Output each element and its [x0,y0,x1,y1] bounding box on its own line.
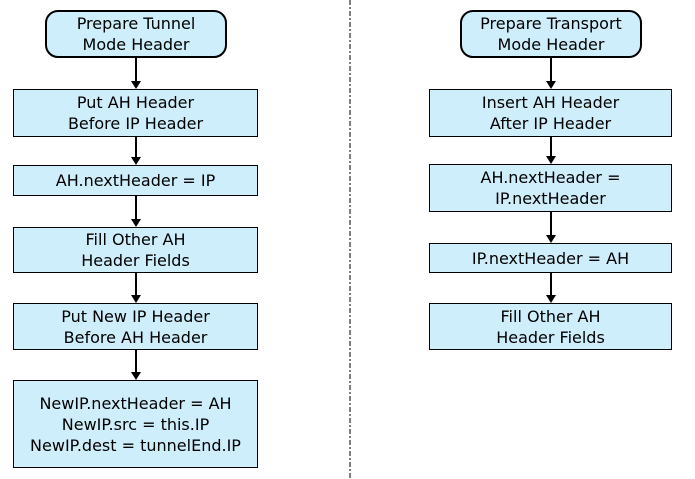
flow-arrow-connector [130,137,142,165]
arrow-head-icon [131,81,141,89]
arrow-head-icon [546,295,556,303]
node-text-line: NewIP.dest = tunnelEnd.IP [30,435,241,455]
arrow-shaft [550,58,552,83]
arrow-shaft [135,196,137,221]
arrow-shaft [550,273,552,297]
arrow-shaft [135,350,137,374]
arrow-shaft [135,58,137,83]
node-text-line: After IP Header [489,114,612,133]
arrow-head-icon [546,235,556,243]
flow-arrow-connector [130,58,142,89]
flow-arrow-connector [130,350,142,380]
flow-arrow-connector [545,273,557,303]
arrow-shaft [135,273,137,297]
node-text-line: Prepare Tunnel [76,14,196,33]
node-text-line: Fill Other AH [500,306,601,326]
node-ah-nextheader-equals-ip: AH.nextHeader = IP [13,165,258,196]
arrow-shaft [135,137,137,159]
flow-arrow-connector [545,212,557,243]
node-text-line: Put New IP Header [61,306,210,326]
node-text-line: NewIP.src = this.IP [61,414,210,434]
arrow-shaft [550,137,552,158]
node-ah-nextheader-equals-ip-nextheader: AH.nextHeader = IP.nextHeader [429,164,672,212]
node-text-line: IP.nextHeader = AH [471,248,630,268]
node-text-line: Mode Header [497,35,605,54]
flow-arrow-connector [130,273,142,303]
node-put-new-ip-header-before-ah-header: Put New IP Header Before AH Header [13,303,258,350]
node-text-line: IP.nextHeader [495,189,606,208]
column-divider [349,0,351,479]
node-text-line: AH.nextHeader = IP [55,171,216,190]
node-text-line: Header Fields [496,327,605,347]
node-text-line: AH.nextHeader = [480,168,621,187]
arrow-shaft [550,212,552,237]
arrow-head-icon [131,219,141,227]
node-text-line: Put AH Header [76,93,195,112]
flow-arrow-connector [545,137,557,164]
arrow-head-icon [131,295,141,303]
node-text-line: Before AH Header [63,327,208,347]
node-text-line: Insert AH Header [481,93,620,112]
node-text-line: NewIP.nextHeader = AH [39,393,232,413]
arrow-head-icon [546,156,556,164]
node-prepare-transport-mode-header: Prepare Transport Mode Header [460,10,642,58]
flow-arrow-connector [130,196,142,227]
arrow-head-icon [131,372,141,380]
node-text-line: Prepare Transport [480,14,622,33]
node-text-line: Before IP Header [67,114,204,133]
node-text-line: Header Fields [81,251,190,270]
arrow-head-icon [131,157,141,165]
arrow-head-icon [546,81,556,89]
node-insert-ah-header-after-ip-header: Insert AH Header After IP Header [429,89,672,137]
flow-arrow-connector [545,58,557,89]
node-prepare-tunnel-mode-header: Prepare Tunnel Mode Header [45,10,227,58]
node-fill-other-ah-header-fields-tunnel: Fill Other AH Header Fields [13,227,258,273]
node-ip-nextheader-equals-ah: IP.nextHeader = AH [429,243,672,273]
node-text-line: Fill Other AH [85,230,186,249]
node-newip-field-assignments: NewIP.nextHeader = AH NewIP.src = this.I… [13,380,258,468]
node-fill-other-ah-header-fields-transport: Fill Other AH Header Fields [429,303,672,350]
node-text-line: Mode Header [82,35,190,54]
node-put-ah-header-before-ip-header: Put AH Header Before IP Header [13,89,258,137]
